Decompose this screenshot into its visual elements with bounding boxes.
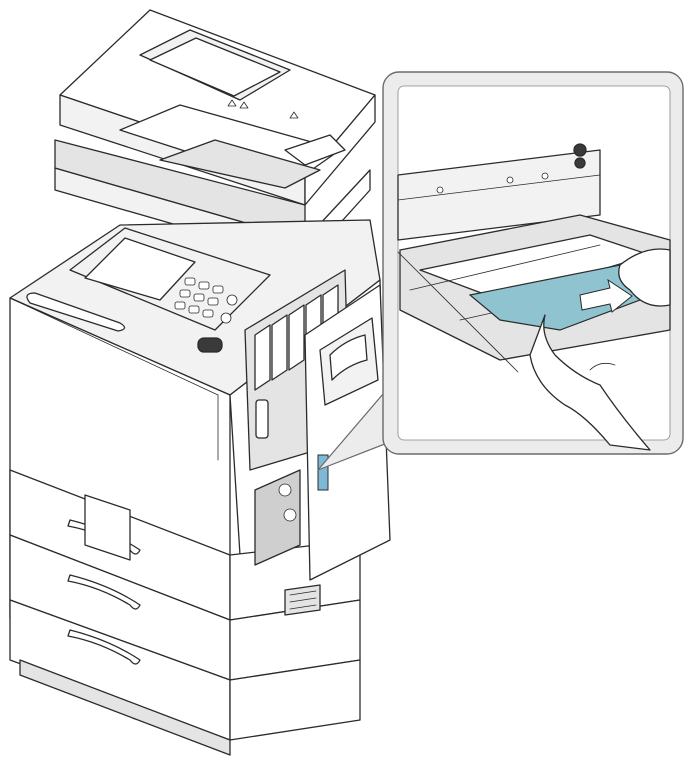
paper-guide-arrow-icon xyxy=(227,99,299,119)
keypad xyxy=(174,277,238,353)
start-button-icon xyxy=(197,337,223,353)
door-indicator xyxy=(317,454,329,491)
control-panel xyxy=(69,227,271,353)
magnify-callout xyxy=(317,71,684,471)
fuser-unit xyxy=(244,269,391,581)
pull-arrow-icon xyxy=(579,278,633,313)
hand-icon xyxy=(529,248,671,451)
jammed-paper-icon xyxy=(468,264,641,331)
